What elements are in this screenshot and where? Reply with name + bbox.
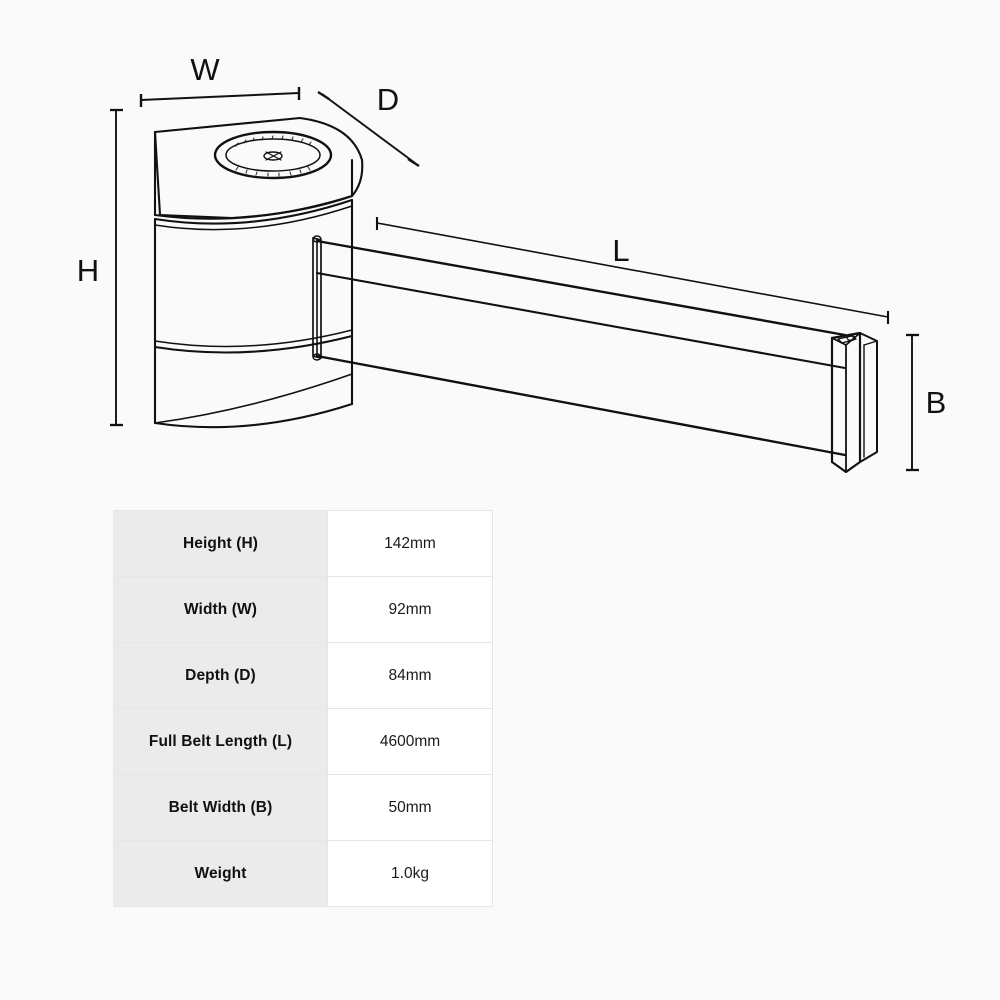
dimension-line-width (139, 87, 301, 107)
table-row: Weight 1.0kg (113, 840, 493, 907)
spec-label: Belt Width (B) (113, 774, 328, 841)
belt-end-clip (830, 331, 878, 474)
spec-label: Weight (113, 840, 328, 907)
dimension-label-w: W (190, 52, 220, 87)
diagram-canvas: W D H L B (77, 52, 947, 474)
table-row: Width (W) 92mm (113, 576, 493, 643)
dimension-label-d: D (377, 82, 399, 117)
dimension-label-b: B (926, 385, 947, 420)
table-row: Belt Width (B) 50mm (113, 774, 493, 841)
table-row: Depth (D) 84mm (113, 642, 493, 709)
specifications-table: Height (H) 142mm Width (W) 92mm Depth (D… (113, 510, 493, 907)
spec-value: 84mm (327, 642, 493, 709)
spec-label: Height (H) (113, 510, 328, 577)
specifications-table-body: Height (H) 142mm Width (W) 92mm Depth (D… (113, 510, 493, 907)
dimension-line-height (110, 108, 123, 427)
product-dimension-diagram: W D H L B (77, 52, 947, 474)
dimension-line-depth (317, 91, 420, 167)
retractor-spool-icon (213, 130, 333, 180)
table-row: Full Belt Length (L) 4600mm (113, 708, 493, 775)
spec-label: Width (W) (113, 576, 328, 643)
dimension-label-l: L (612, 233, 629, 268)
spec-value: 50mm (327, 774, 493, 841)
spec-label: Full Belt Length (L) (113, 708, 328, 775)
spec-value: 4600mm (327, 708, 493, 775)
spec-value: 1.0kg (327, 840, 493, 907)
table-row: Height (H) 142mm (113, 510, 493, 577)
spec-label: Depth (D) (113, 642, 328, 709)
spec-value: 92mm (327, 576, 493, 643)
dimension-line-belt-width (906, 333, 919, 472)
dimension-label-h: H (77, 253, 99, 288)
spec-value: 142mm (327, 510, 493, 577)
housing-mid-body (153, 198, 354, 354)
belt-strap (315, 239, 847, 457)
housing-bottom-cap (153, 334, 354, 429)
dimension-line-belt-length (375, 217, 890, 324)
housing-top-cap (153, 116, 364, 220)
